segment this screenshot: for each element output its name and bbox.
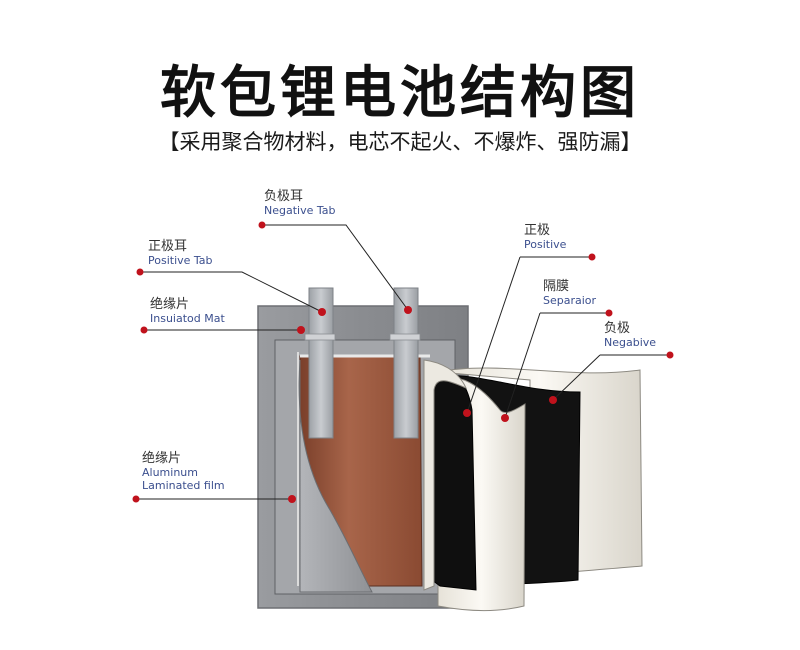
dot-separator [501,414,509,422]
dot-negative-tab [404,306,412,314]
dot-negative [549,396,557,404]
label-positive: 正极 Positive [524,223,567,252]
dot-aluminum-film-anchor [132,495,140,503]
diagram-title: 软包锂电池结构图 [160,61,640,126]
label-positive-en: Positive [524,237,567,251]
label-insulated-mat-en: Insuiatod Mat [150,311,225,325]
peeled-electrode-layers [423,359,643,611]
label-aluminum-film: 绝缘片 Aluminum Laminated film [142,451,225,492]
label-negative-en: Negabive [604,335,657,349]
dot-positive-tab [318,308,326,316]
label-separator-en: Separaior [543,293,597,307]
negative-tab [389,287,421,439]
dot-negative-tab-anchor [258,221,266,229]
dot-insulated-mat-anchor [140,326,148,334]
label-negative-tab-zh: 负极耳 [264,189,304,204]
pointer-dots [132,221,674,503]
leader-lines [138,224,668,500]
dot-insulated-mat [297,326,305,334]
dot-positive [463,409,471,417]
dot-negative-anchor [666,351,674,359]
dot-positive-anchor [588,253,596,261]
label-positive-tab-en: Positive Tab [148,253,213,267]
dot-separator-anchor [605,309,613,317]
label-positive-tab-zh: 正极耳 [148,239,188,254]
label-aluminum-film-en2: Laminated film [142,478,225,492]
label-aluminum-film-zh: 绝缘片 [142,451,182,466]
label-insulated-mat: 绝缘片 Insuiatod Mat [150,297,225,326]
diagram-subtitle: 【采用聚合物材料，电芯不起火、不爆炸、强防漏】 [158,130,642,154]
label-positive-zh: 正极 [524,223,551,238]
label-aluminum-film-en1: Aluminum [142,465,198,479]
dot-aluminum-film [288,495,296,503]
label-negative: 负极 Negabive [604,321,657,350]
label-separator-zh: 隔膜 [543,279,570,294]
label-negative-tab: 负极耳 Negative Tab [264,189,336,218]
label-positive-tab: 正极耳 Positive Tab [148,239,213,268]
dot-positive-tab-anchor [136,268,144,276]
label-insulated-mat-zh: 绝缘片 [150,297,190,312]
aluminum-laminated-film-fold [298,359,373,593]
label-negative-tab-en: Negative Tab [264,203,336,217]
label-negative-zh: 负极 [604,321,631,336]
label-separator: 隔膜 Separaior [543,279,597,308]
